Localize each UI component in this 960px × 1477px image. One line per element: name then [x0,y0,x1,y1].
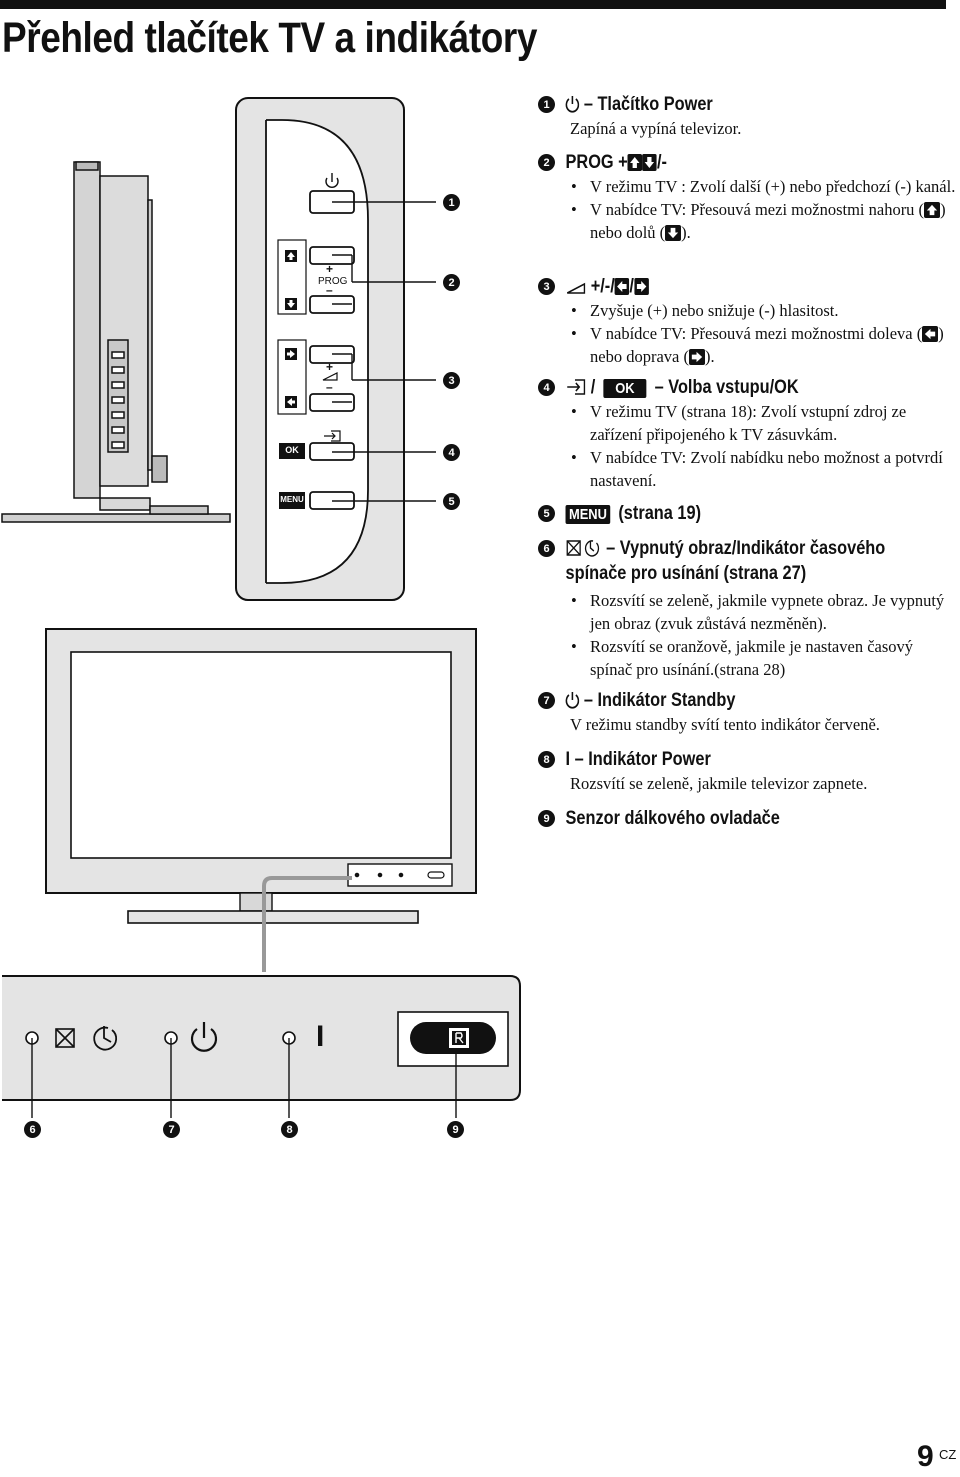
bullet: Zvyšuje (+) nebo snižuje (-) hlasitost. [570,299,956,322]
item-number: 7 [538,692,555,709]
arrow-left-icon [922,326,939,342]
front-panel-detail [2,975,521,1118]
item-list: 1 – Tlačítko Power Zapíná a vypíná telev… [538,92,956,836]
callout-4: 4 [443,444,460,461]
bullet: V nabídce TV: Přesouvá mezi možnostmi do… [570,322,956,368]
item-description: Zapíná a vypíná televizor. [570,119,742,138]
bullet: Rozsvítí se zeleně, jakmile vypnete obra… [570,589,956,635]
prog-plus-label: + [326,262,334,276]
item-title: MENU (strana 19) [538,501,897,526]
item-title: +/-// [538,274,897,299]
list-item: 2 PROG +/- V režimu TV : Zvolí další (+)… [538,150,956,274]
prog-label: PROG [318,276,348,287]
callout-1: 1 [443,194,460,211]
tv-side-view [1,161,231,523]
standby-icon [190,1022,218,1052]
item-title: – Indikátor Standby [538,688,897,713]
callout-5: 5 [443,493,460,510]
item-title: PROG +/- [565,152,667,173]
callout-8: 8 [281,1121,298,1138]
item-bullets: Rozsvítí se zeleně, jakmile vypnete obra… [538,589,956,681]
item-bullets: V režimu TV : Zvolí další (+) nebo předc… [538,175,956,244]
list-item: 6 – Vypnutý obraz/Indikátor časového spí… [538,536,956,688]
item-title: Senzor dálkového ovladače [565,808,780,829]
arrow-up-icon [924,202,941,218]
bullet: V režimu TV (strana 18): Zvolí vstupní z… [570,400,956,446]
item-title: – Vypnutý obraz/Indikátor časového spína… [565,538,886,584]
arrow-down-icon [665,225,682,241]
picture-off-icon [55,1028,75,1048]
vol-minus-label: – [326,380,333,394]
list-item: 5 MENU (strana 19) [538,501,956,536]
standby-icon [565,692,580,709]
arrow-right-icon [688,349,705,365]
bullet: V režimu TV : Zvolí další (+) nebo předc… [570,175,956,198]
item-bullets: Zvyšuje (+) nebo snižuje (-) hlasitost. … [538,299,956,368]
menu-button-label: MENU [280,495,304,504]
ok-key: OK [603,379,647,398]
input-symbol-small [324,430,341,442]
arrow-left-icon [614,278,630,295]
power-icon [565,96,580,113]
input-icon [567,379,586,395]
bullet: V nabídce TV: Přesouvá mezi možnostmi na… [570,198,956,244]
vol-plus-label: + [326,360,334,374]
power-indicator-glyph: I [316,1020,325,1053]
list-item: 1 – Tlačítko Power Zapíná a vypíná telev… [538,92,956,150]
item-number: 6 [538,540,555,557]
callout-2: 2 [443,274,460,291]
list-item: 4 / OK – Volba vstupu/OK V režimu TV (st… [538,375,956,501]
item-title: – Tlačítko Power [538,92,897,117]
item-number: 1 [538,96,555,113]
list-item: 8 I – Indikátor Power Rozsvítí se zeleně… [538,747,956,806]
item-number: 2 [538,154,555,171]
list-item: 9 Senzor dálkového ovladače [538,806,956,836]
item-number: 4 [538,379,555,396]
side-panel-detail [235,97,436,601]
tv-front-view [45,628,477,972]
ok-button-label: OK [285,445,299,455]
item-bullets: V režimu TV (strana 18): Zvolí vstupní z… [538,400,956,492]
arrow-up-icon [627,154,643,171]
menu-key: MENU [565,505,611,524]
list-item: 3 +/-// Zvyšuje (+) nebo snižuje (-) hla… [538,274,956,375]
page-title: Přehled tlačítek TV a indikátory [2,14,537,62]
bullet: V nabídce TV: Zvolí nabídku nebo možnost… [570,446,956,492]
prog-minus-label: – [326,283,333,297]
callout-6: 6 [24,1121,41,1138]
item-description: Rozsvítí se zeleně, jakmile televizor za… [570,774,868,793]
callout-3: 3 [443,372,460,389]
item-description: V režimu standby svítí tento indikátor č… [570,715,880,734]
picture-off-icon [566,540,581,556]
sleep-timer-icon [93,1026,118,1051]
page-number: 9 [917,1440,934,1473]
power-symbol-small [325,173,339,188]
bullet: Rozsvítí se oranžově, jakmile je nastave… [570,635,956,681]
item-number: 8 [538,751,555,768]
item-title: I – Indikátor Power [565,749,711,770]
item-number: 9 [538,810,555,827]
arrow-down-icon [642,154,657,171]
callout-9: 9 [447,1121,464,1138]
item-number: 3 [538,278,555,295]
page-suffix: CZ [939,1447,957,1462]
volume-icon [566,282,586,294]
item-number: 5 [538,505,555,522]
callout-7: 7 [163,1121,180,1138]
header-rule [0,0,946,9]
arrow-right-icon [633,278,649,295]
sleep-timer-icon [584,540,600,557]
item-title: / OK – Volba vstupu/OK [538,375,897,400]
list-item: 7 – Indikátor Standby V režimu standby s… [538,688,956,747]
